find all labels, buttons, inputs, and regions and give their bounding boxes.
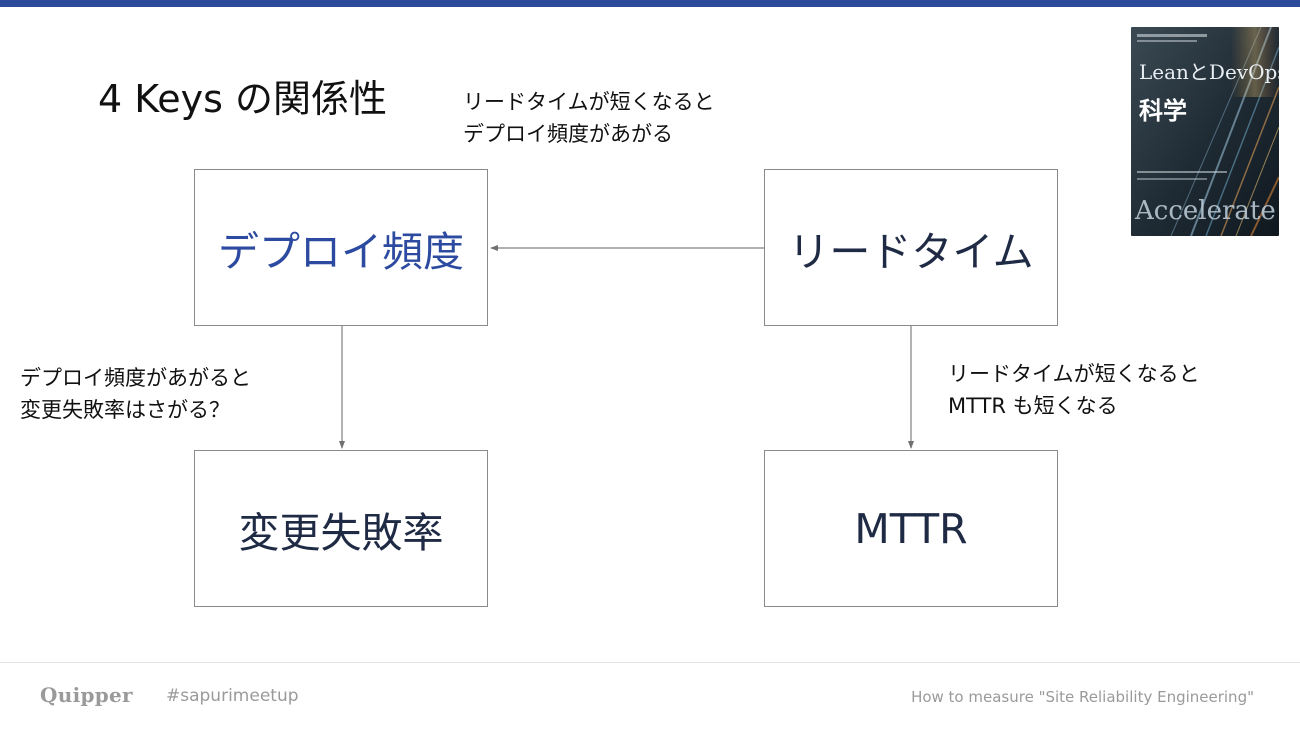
book-title-en: LeanとDevOpsの <box>1139 60 1279 84</box>
note-line: MTTR も短くなる <box>948 394 1118 418</box>
box-deploy-frequency: デプロイ頻度 <box>194 169 488 326</box>
box-change-failure-rate: 変更失敗率 <box>194 450 488 607</box>
note-lead-time-to-mttr: リードタイムが短くなると MTTR も短くなる <box>948 358 1200 422</box>
note-line: 変更失敗率はさがる？ <box>20 398 230 422</box>
box-label: デプロイ頻度 <box>218 227 464 276</box>
box-mttr: MTTR <box>764 450 1058 607</box>
book-cover-art: LeanとDevOpsの 科学 Accelerate <box>1131 27 1279 236</box>
note-line: リードタイムが短くなると <box>463 90 715 114</box>
note-deploy-to-failure: デプロイ頻度があがると 変更失敗率はさがる？ <box>20 362 251 426</box>
box-lead-time: リードタイム <box>764 169 1058 326</box>
note-line: リードタイムが短くなると <box>948 362 1200 386</box>
footer-tagline: How to measure "Site Reliability Enginee… <box>911 688 1254 706</box>
note-line: デプロイ頻度があがると <box>20 366 251 390</box>
book-subtitle: Accelerate <box>1134 196 1276 226</box>
footer-logo: Quipper <box>40 683 133 707</box>
footer-hashtag: #sapurimeetup <box>166 686 299 706</box>
note-lead-time-to-deploy: リードタイムが短くなると デプロイ頻度があがる <box>463 86 715 150</box>
footer-divider <box>0 662 1300 663</box>
box-label: リードタイム <box>788 227 1034 276</box>
box-label: MTTR <box>854 504 968 553</box>
book-title-ja: 科学 <box>1139 97 1187 125</box>
note-line: デプロイ頻度があがる <box>463 122 673 146</box>
slide-title: 4 Keys の関係性 <box>98 77 388 121</box>
top-accent-bar <box>0 0 1300 7</box>
book-cover-image: LeanとDevOpsの 科学 Accelerate <box>1131 27 1279 236</box>
box-label: 変更失敗率 <box>238 508 444 557</box>
